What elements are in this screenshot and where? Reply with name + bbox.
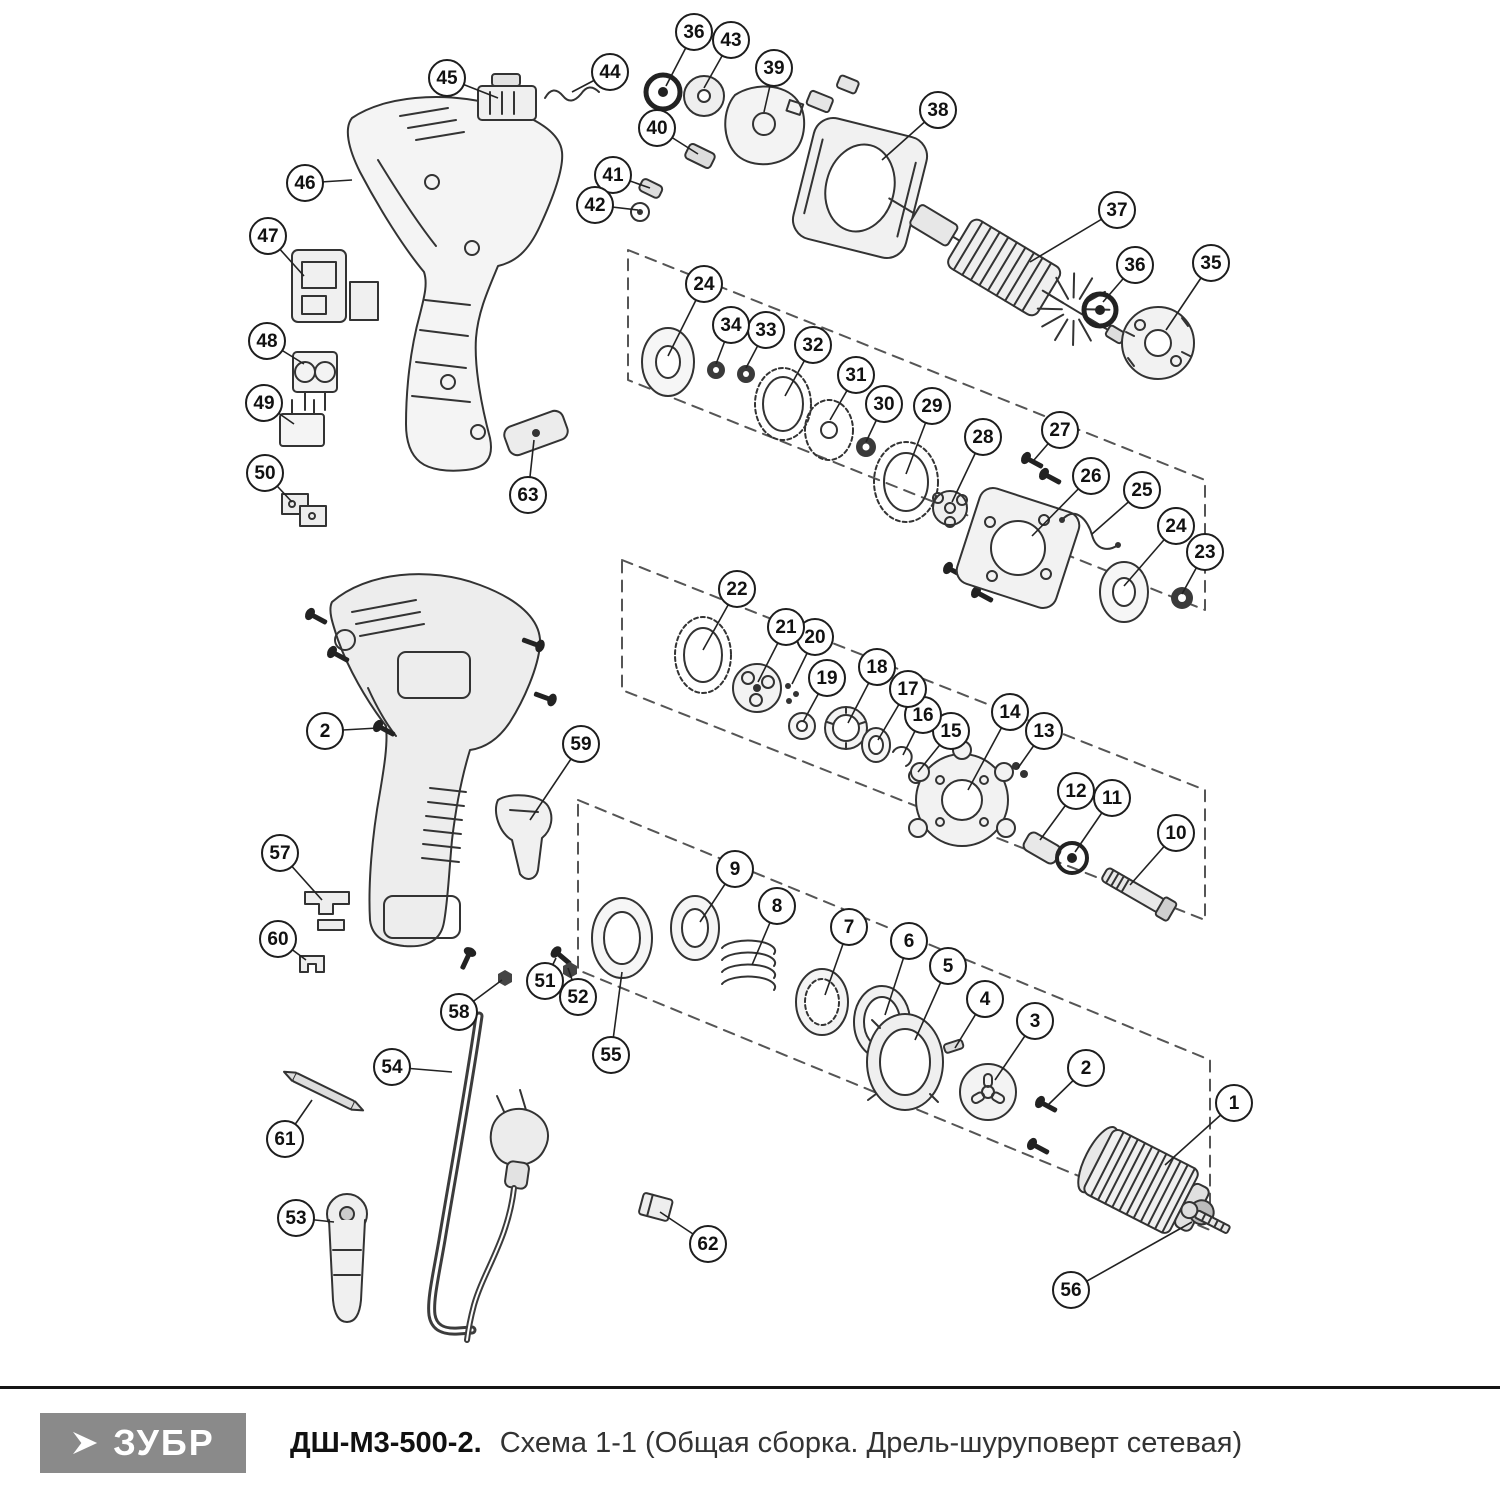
callout-2: 2 (1067, 1049, 1105, 1087)
brand-name: ЗУБР (113, 1422, 215, 1463)
scheme-title: Схема 1-1 (Общая сборка. Дрель-шуруповер… (499, 1426, 1243, 1459)
callout-44: 44 (591, 53, 629, 91)
callout-9: 9 (716, 850, 754, 888)
callout-38: 38 (919, 91, 957, 129)
callout-13: 13 (1025, 712, 1063, 750)
callout-39: 39 (755, 49, 793, 87)
callout-36: 36 (675, 13, 713, 51)
callout-34: 34 (712, 306, 750, 344)
callout-21: 21 (767, 608, 805, 646)
callout-29: 29 (913, 387, 951, 425)
callout-14: 14 (991, 693, 1029, 731)
callout-63: 63 (509, 476, 547, 514)
callout-23: 23 (1186, 533, 1224, 571)
callout-37: 37 (1098, 191, 1136, 229)
callout-10: 10 (1157, 814, 1195, 852)
callout-57: 57 (261, 834, 299, 872)
callout-11: 11 (1093, 779, 1131, 817)
housing-half-sketch (346, 96, 564, 472)
callout-18: 18 (858, 648, 896, 686)
callout-5: 5 (929, 947, 967, 985)
callout-25: 25 (1123, 471, 1161, 509)
callout-61: 61 (266, 1120, 304, 1158)
callout-24: 24 (685, 265, 723, 303)
diagram-caption: ДШ-М3-500-2. Схема 1-1 (Общая сборка. Др… (290, 1427, 1242, 1460)
callout-35: 35 (1192, 244, 1230, 282)
callout-54: 54 (373, 1048, 411, 1086)
chuck-screw-sketch (1180, 1201, 1231, 1234)
bit-sketch (283, 1070, 365, 1112)
aux-handle-sketch (326, 1193, 368, 1323)
callout-26: 26 (1072, 457, 1110, 495)
callout-47: 47 (249, 217, 287, 255)
callout-28: 28 (964, 418, 1002, 456)
callout-7: 7 (830, 908, 868, 946)
button-63-sketch (503, 409, 569, 457)
title-block: ЗУБР ДШ-М3-500-2. Схема 1-1 (Общая сборк… (0, 1386, 1500, 1503)
callout-19: 19 (808, 659, 846, 697)
bracket-39-sketch (724, 85, 805, 166)
callout-32: 32 (794, 326, 832, 364)
callout-52: 52 (559, 978, 597, 1016)
callout-17: 17 (889, 670, 927, 708)
model-number: ДШ-М3-500-2. (290, 1426, 482, 1459)
callout-24: 24 (1157, 507, 1195, 545)
callout-43: 43 (712, 21, 750, 59)
callout-3: 3 (1016, 1002, 1054, 1040)
callout-49: 49 (245, 384, 283, 422)
callout-60: 60 (259, 920, 297, 958)
callout-40: 40 (638, 109, 676, 147)
zubr-logo-arrow-icon (71, 1430, 101, 1456)
dashed-frame-top (627, 249, 1206, 611)
rear-bearing-sketch (1081, 291, 1119, 329)
callout-48: 48 (248, 322, 286, 360)
callout-45: 45 (428, 59, 466, 97)
callout-36: 36 (1116, 246, 1154, 284)
callout-22: 22 (718, 570, 756, 608)
callout-59: 59 (562, 725, 600, 763)
callout-55: 55 (592, 1036, 630, 1074)
callout-12: 12 (1057, 772, 1095, 810)
power-cord-sketch (464, 1089, 549, 1343)
callout-62: 62 (689, 1225, 727, 1263)
clutch-chain-bottom-sketch (591, 895, 1017, 1121)
callout-50: 50 (246, 454, 284, 492)
dashed-frame-bottom (577, 799, 1211, 1231)
armature-sketch (888, 197, 1127, 347)
callout-42: 42 (576, 186, 614, 224)
callout-27: 27 (1041, 411, 1079, 449)
callout-8: 8 (758, 887, 796, 925)
callout-6: 6 (890, 922, 928, 960)
zubr-logo: ЗУБР (40, 1413, 246, 1473)
callout-2: 2 (306, 712, 344, 750)
callout-30: 30 (865, 385, 903, 423)
callout-46: 46 (286, 164, 324, 202)
callout-33: 33 (747, 311, 785, 349)
depth-rod-sketch (427, 1011, 484, 1336)
callout-1: 1 (1215, 1084, 1253, 1122)
callout-4: 4 (966, 980, 1004, 1018)
callout-53: 53 (277, 1199, 315, 1237)
callout-56: 56 (1052, 1271, 1090, 1309)
brush-parts-sketch (805, 74, 860, 114)
callout-31: 31 (837, 356, 875, 394)
callout-58: 58 (440, 993, 478, 1031)
